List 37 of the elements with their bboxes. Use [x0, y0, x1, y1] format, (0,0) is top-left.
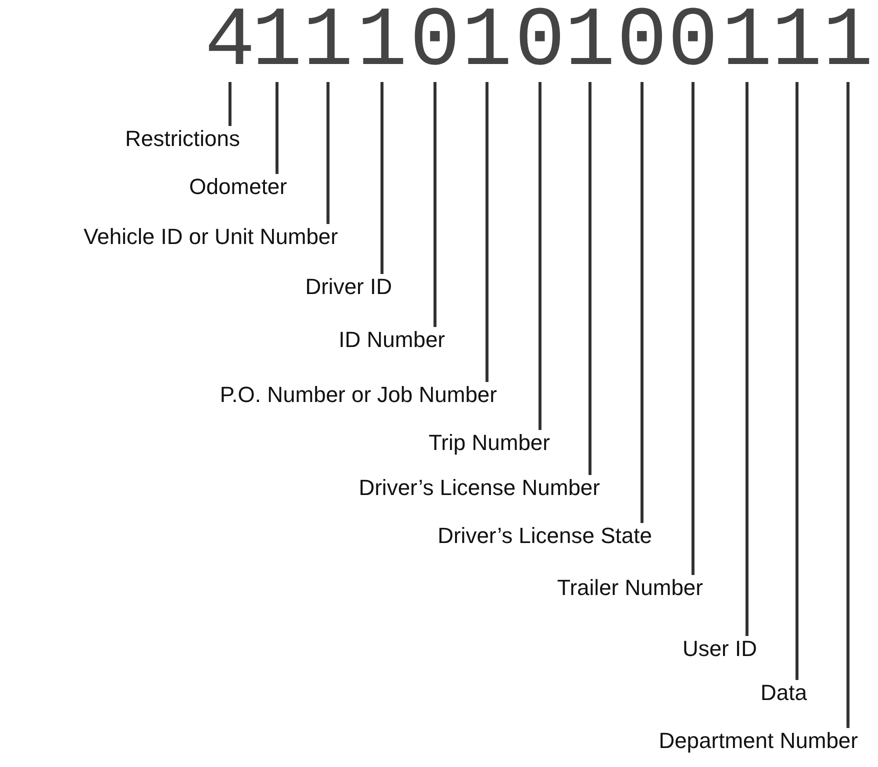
field-label: P.O. Number or Job Number: [220, 382, 497, 408]
field-label: ID Number: [338, 327, 445, 353]
leader-line: [434, 82, 436, 327]
leader-line: [746, 82, 748, 636]
code-digit: 1: [462, 4, 512, 82]
field-label: Trailer Number: [557, 575, 703, 601]
code-digit: 0: [410, 4, 460, 82]
code-digit: 1: [822, 4, 874, 82]
code-digit: 0: [616, 4, 668, 82]
field-label: Data: [760, 680, 807, 706]
code-digit: 1: [772, 4, 822, 82]
leader-line: [692, 82, 694, 575]
field-label: Department Number: [658, 728, 858, 754]
code-digit: 1: [302, 4, 354, 82]
field-label: Odometer: [189, 174, 287, 200]
leader-line: [796, 82, 798, 680]
field-label: Driver’s License Number: [358, 475, 600, 501]
leader-line: [588, 82, 592, 475]
code-digit: 0: [668, 4, 718, 82]
leader-line: [538, 82, 542, 430]
leader-line: [380, 82, 384, 274]
leader-line: [640, 82, 644, 523]
leader-line: [846, 82, 850, 728]
leader-line: [486, 82, 488, 382]
field-label: Driver’s License State: [438, 523, 652, 549]
field-label: User ID: [682, 636, 757, 662]
leader-line: [228, 82, 232, 126]
field-label: Trip Number: [428, 430, 550, 456]
field-label: Vehicle ID or Unit Number: [84, 224, 338, 250]
code-digit: 1: [356, 4, 408, 82]
code-digit: 1: [722, 4, 772, 82]
field-label: Restrictions: [125, 126, 240, 152]
code-digit: 1: [564, 4, 616, 82]
leader-line: [276, 82, 278, 174]
field-label: Driver ID: [305, 274, 392, 300]
code-digit: 0: [514, 4, 566, 82]
leader-line: [326, 82, 330, 224]
